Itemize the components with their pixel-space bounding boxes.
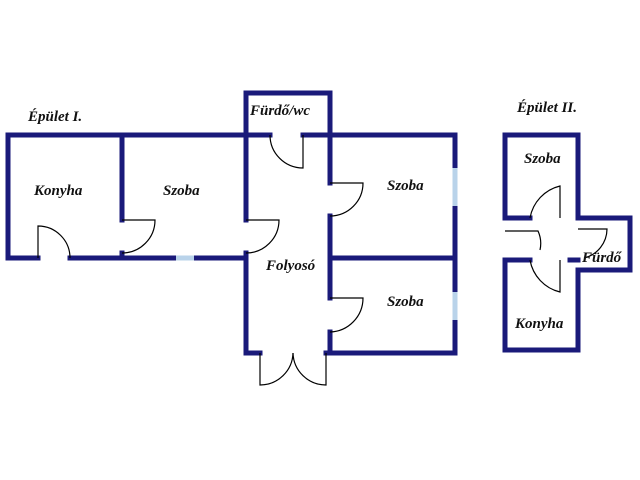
- walls: [502, 132, 633, 353]
- building-2: Épület II. Szoba Fürdő Konyha: [502, 99, 633, 353]
- building-1: Épület I. Fürdő/wc Konyha Szoba Folyosó …: [5, 90, 458, 386]
- room3-door: [329, 297, 364, 333]
- bathroom-label: Fürdő/wc: [249, 103, 310, 119]
- doors: [505, 185, 608, 293]
- building-1-title: Épület I.: [27, 108, 82, 125]
- room3-label: Szoba: [387, 294, 424, 310]
- bathroom-label: Fürdő: [581, 250, 623, 266]
- room-door: [529, 185, 561, 219]
- doors: [37, 134, 364, 386]
- kitchen-label: Konyha: [514, 316, 564, 332]
- building-2-title: Épület II.: [516, 99, 577, 116]
- kitchen-label: Konyha: [33, 183, 83, 199]
- entrance-door: [505, 230, 542, 251]
- room1-label: Szoba: [163, 183, 200, 199]
- walls: [5, 90, 458, 356]
- room-corridor-door: [245, 219, 280, 254]
- room-label: Szoba: [524, 151, 561, 167]
- room2-label: Szoba: [387, 178, 424, 194]
- bathroom-door: [578, 228, 608, 259]
- kitchen-door: [37, 225, 71, 259]
- entrance-door-right: [292, 352, 327, 386]
- corridor-label: Folyosó: [265, 258, 315, 274]
- bathroom-door: [269, 134, 304, 169]
- entrance-door-left: [259, 352, 294, 386]
- room-door: [121, 219, 156, 254]
- kitchen-door: [529, 259, 561, 293]
- windows: [176, 168, 458, 320]
- room2-door: [329, 182, 364, 217]
